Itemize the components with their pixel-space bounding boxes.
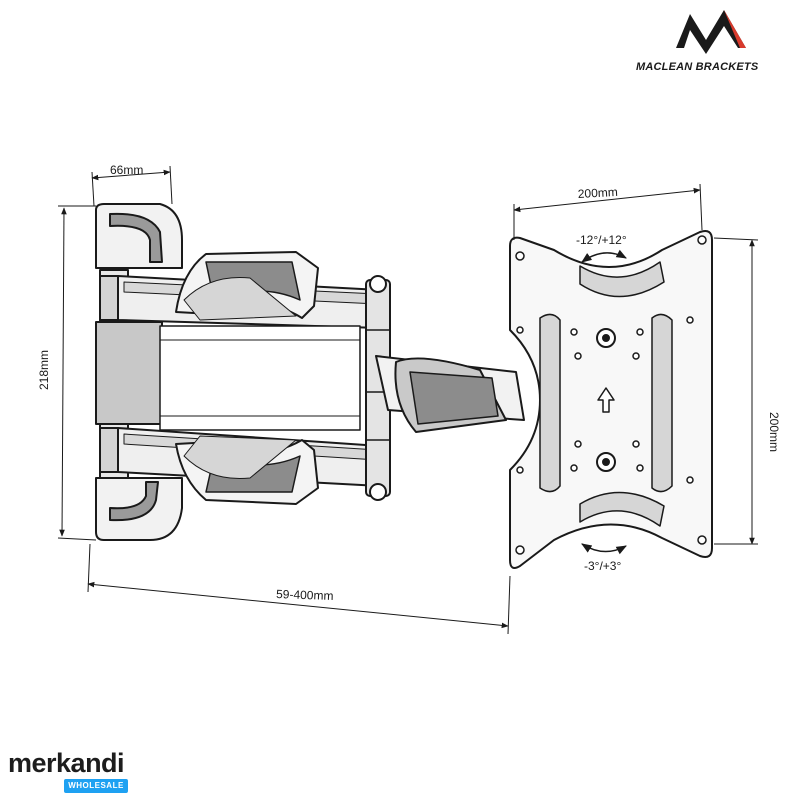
dimension-lines (57, 165, 759, 635)
arm-width-label: 66mm (110, 163, 143, 177)
vesa-plate (509, 230, 713, 569)
wall-mount (95, 203, 183, 541)
vertical-tilt-label: -12°/+12° (576, 233, 627, 247)
plate-height-label: 200mm (767, 412, 781, 452)
rotation-label: -3°/+3° (584, 559, 621, 573)
watermark-badge: WHOLESALE (64, 779, 128, 793)
watermark-name: merkandi (8, 748, 125, 778)
brand-m-mark (676, 10, 746, 54)
height-label: 218mm (37, 350, 51, 390)
plate-width-label: 200mm (577, 185, 618, 201)
articulated-arms (117, 251, 525, 505)
tilt-arrows (581, 249, 627, 555)
brand-accent-mark (724, 10, 746, 48)
brand-logo: MACLEAN BRACKETS (636, 10, 759, 73)
vesa-holes (515, 235, 707, 555)
extension-label: 59-400mm (276, 587, 334, 603)
brand-name: MACLEAN BRACKETS (636, 61, 759, 73)
